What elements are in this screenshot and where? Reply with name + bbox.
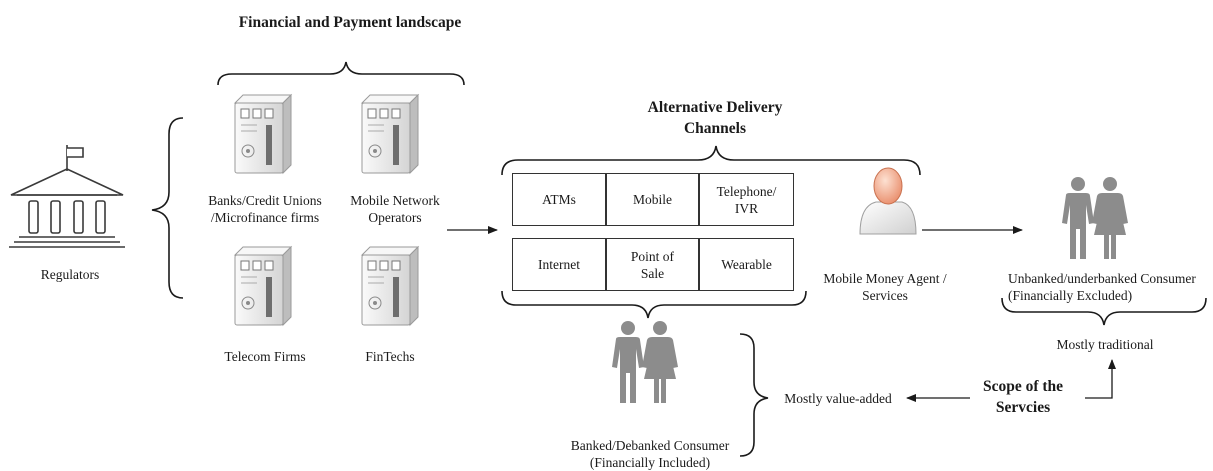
channel-wearable: Wearable: [699, 238, 794, 291]
channel-telephone-ivr: Telephone/ IVR: [699, 173, 794, 226]
server-tower-icon: [361, 246, 419, 326]
mno-label: Mobile Network Operators: [350, 193, 440, 225]
channel-point-of-sale: Point of Sale: [606, 238, 699, 291]
telecom-label: Telecom Firms: [224, 349, 306, 364]
server-tower-icon: [234, 94, 292, 174]
channel-mobile: Mobile: [606, 173, 699, 226]
landscape-title: Financial and Payment landscape: [238, 14, 462, 31]
regulators-brace: [151, 117, 184, 299]
fintech-label: FinTechs: [365, 349, 415, 364]
scope-to-traditional-arrow: [1085, 359, 1116, 399]
regulators-label: Regulators: [40, 267, 100, 282]
couple-icon: [612, 321, 678, 403]
channels-top-brace: [501, 145, 921, 176]
unbanked-brace: [1001, 297, 1207, 326]
channel-internet: Internet: [512, 238, 606, 291]
banks-label: Banks/Credit Unions /Microfinance firms: [208, 193, 322, 225]
person-agent-icon: [859, 167, 917, 235]
banked-brace: [739, 333, 769, 457]
channels-bottom-brace: [501, 290, 807, 319]
unbanked-label: Unbanked/underbanked Consumer (Financial…: [1008, 271, 1196, 303]
value-added-label: Mostly value-added: [784, 391, 892, 406]
government-building-icon: [9, 145, 125, 248]
server-tower-icon: [361, 94, 419, 174]
channel-atms: ATMs: [512, 173, 606, 226]
couple-icon: [1062, 177, 1128, 259]
traditional-label: Mostly traditional: [1056, 337, 1154, 352]
providers-top-brace: [217, 61, 465, 86]
channels-title: Alternative Delivery Channels: [647, 99, 783, 137]
banked-label: Banked/Debanked Consumer (Financially In…: [570, 438, 730, 470]
server-tower-icon: [234, 246, 292, 326]
agent-label: Mobile Money Agent / Services: [823, 271, 947, 303]
scope-title: Scope of the Servcies: [982, 378, 1064, 416]
